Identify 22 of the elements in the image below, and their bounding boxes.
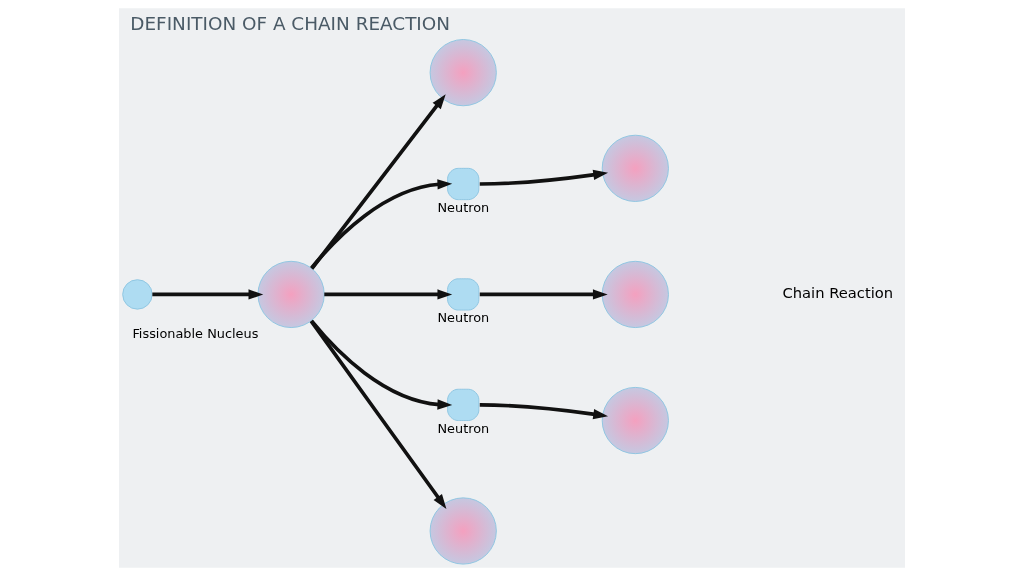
arrow xyxy=(310,94,446,270)
arrow xyxy=(309,320,447,509)
arrow xyxy=(324,289,453,300)
node-picture xyxy=(601,134,669,202)
arrow xyxy=(310,319,453,410)
node-label: Neutron xyxy=(437,199,490,215)
arrow xyxy=(479,289,608,300)
node-circle xyxy=(122,279,153,310)
node-label: Fissionable Nucleus xyxy=(132,325,259,341)
node-picture xyxy=(257,260,325,329)
diagram-title: DEFINITION OF A CHAIN REACTION xyxy=(130,13,451,35)
node-label: Neutron xyxy=(437,310,490,326)
arrow xyxy=(479,169,609,186)
arrow xyxy=(152,289,264,300)
label: Chain Reaction xyxy=(782,283,894,301)
node-picture xyxy=(429,497,497,565)
node-label: Neutron xyxy=(437,420,490,436)
node-picture xyxy=(429,39,497,107)
arrow xyxy=(479,403,609,420)
node-picture xyxy=(601,260,669,329)
node-picture xyxy=(601,386,669,455)
arrow xyxy=(310,179,453,270)
